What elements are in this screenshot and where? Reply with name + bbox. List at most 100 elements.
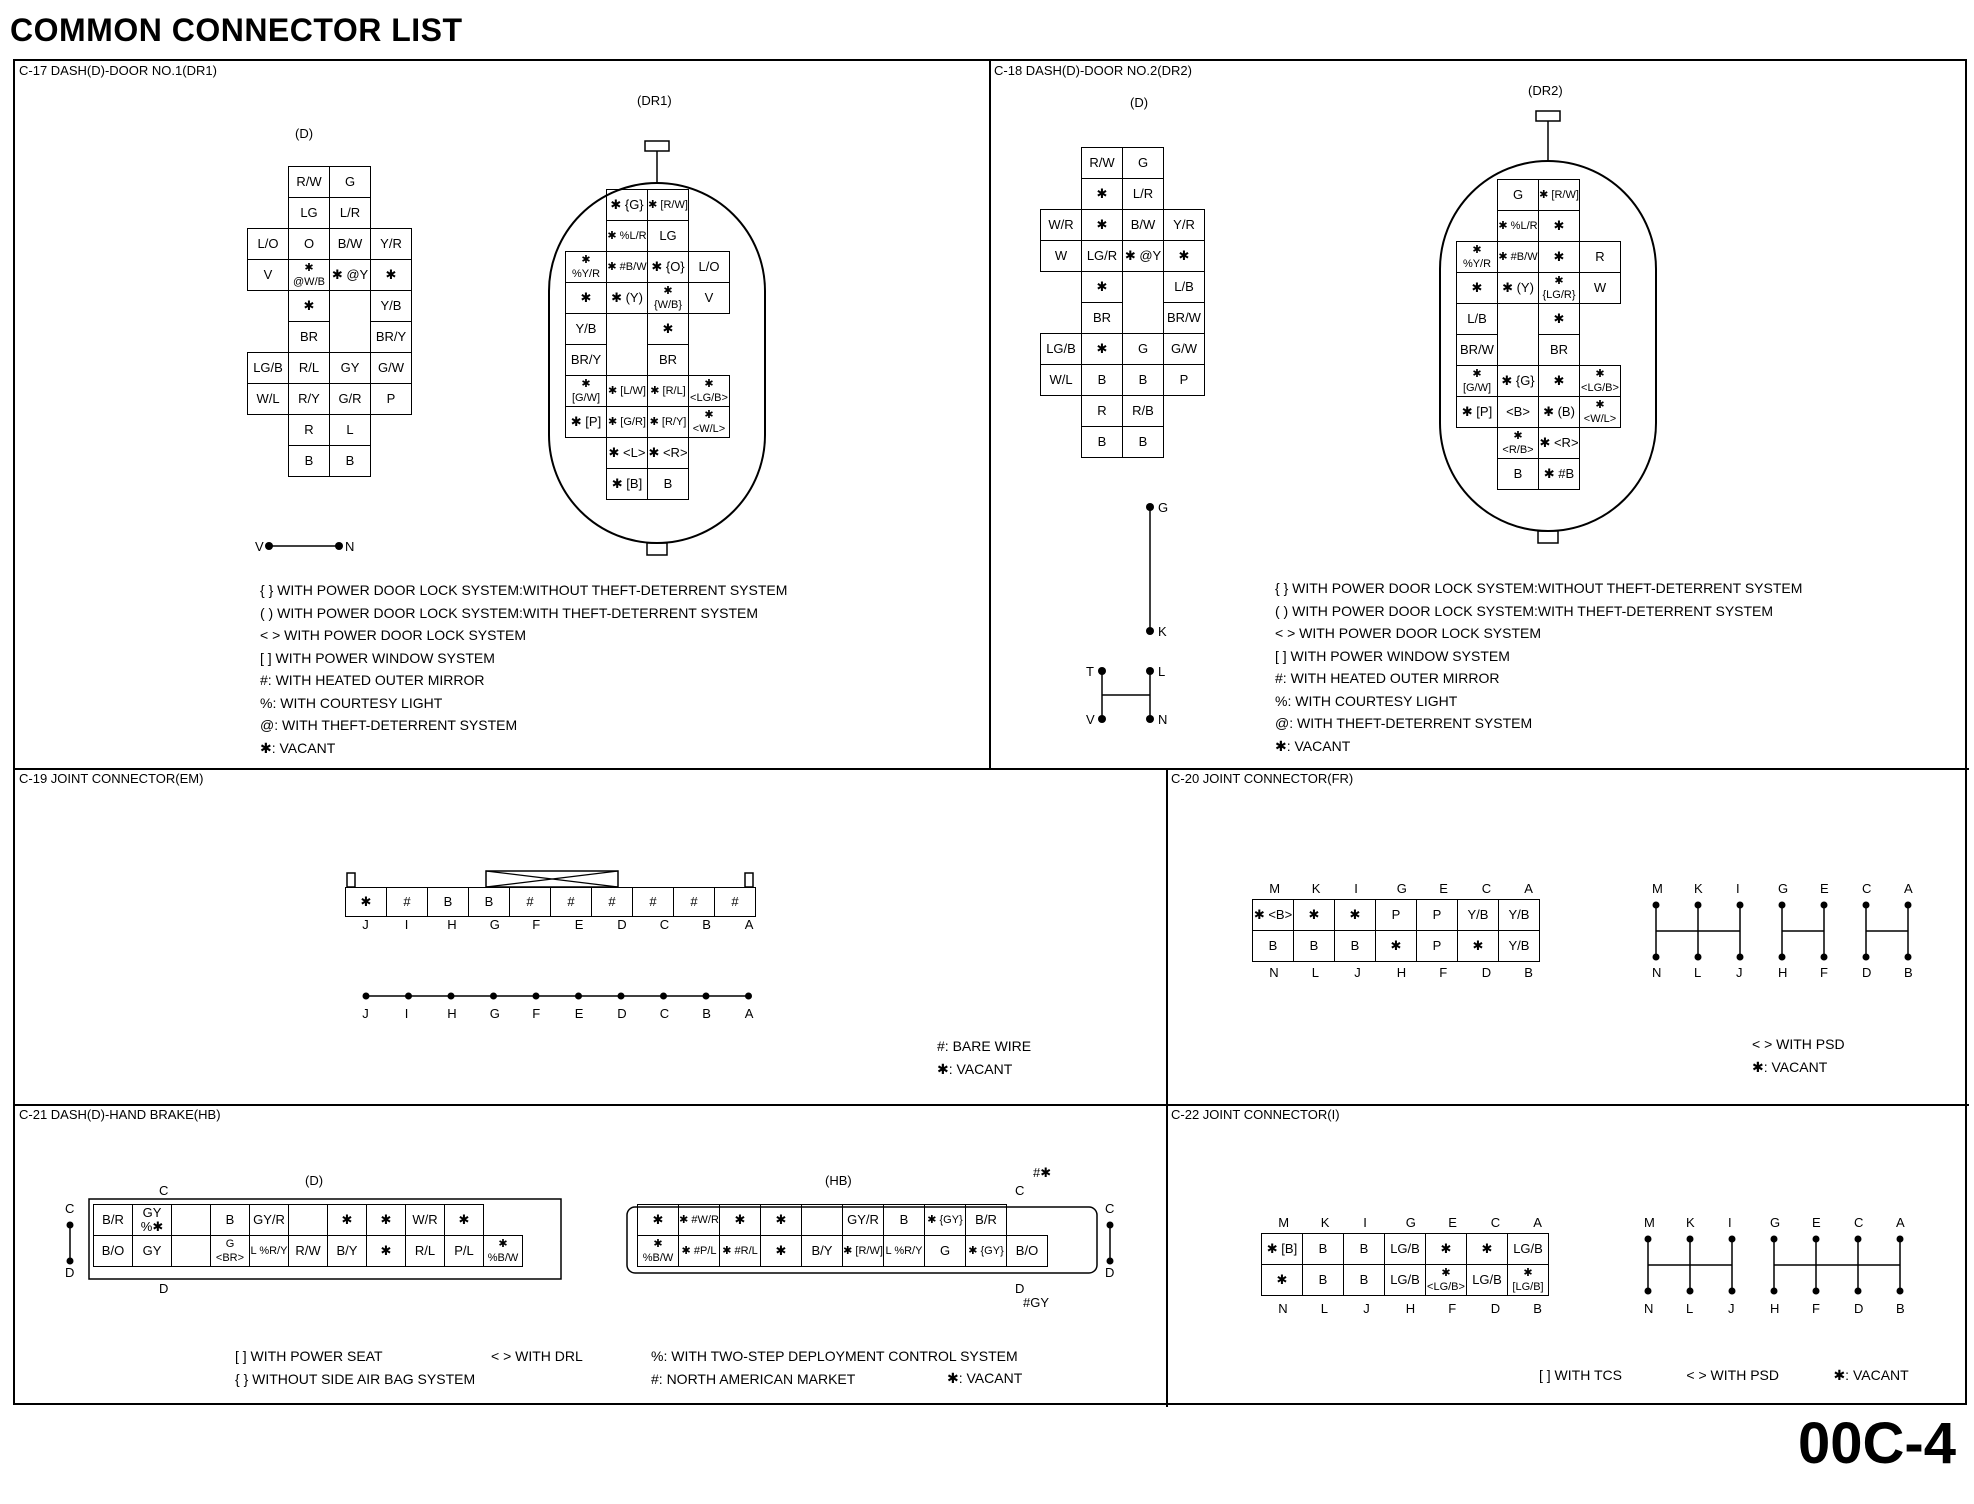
terminal-cell: ✱ <L>	[606, 437, 648, 469]
terminal-cell: B	[1343, 1233, 1385, 1265]
terminal-cell	[1498, 304, 1539, 335]
wire-pin-dot	[1644, 1235, 1652, 1243]
terminal-cell: ✱	[345, 887, 387, 917]
terminal-cell: ✱ #W/R	[678, 1204, 720, 1236]
terminal-cell: ✱	[1538, 303, 1580, 335]
c21-d-housing	[88, 1198, 562, 1280]
terminal-cell: ✱	[1425, 1233, 1467, 1265]
pin-label: E	[1820, 881, 1829, 896]
terminal-cell: ✱ %L/R	[606, 220, 648, 252]
terminal-cell: ✱	[1163, 240, 1205, 272]
terminal-cell: B	[1497, 458, 1539, 490]
c19-housing-top	[346, 870, 754, 888]
pin-label: N	[1278, 1301, 1288, 1316]
wire-pin-dot	[1736, 953, 1744, 961]
pin-label: D	[1862, 965, 1872, 980]
terminal-cell: B/O	[1006, 1235, 1048, 1267]
terminal-cell: ✱ [P]	[565, 406, 607, 438]
terminal-cell	[248, 291, 289, 322]
legend-line: #: WITH HEATED OUTER MIRROR	[260, 672, 485, 688]
terminal-cell: P	[1416, 930, 1458, 962]
terminal-cell: BR/Y	[565, 344, 607, 376]
terminal-cell: W/R	[1040, 209, 1082, 241]
terminal-cell: GY	[329, 352, 371, 384]
terminal-cell	[1041, 303, 1082, 334]
terminal-cell: L	[329, 414, 371, 446]
terminal-cell: LG/B	[1384, 1264, 1426, 1296]
c20-wiring	[1652, 901, 1912, 961]
terminal-cell: ✱ [B]	[606, 468, 648, 500]
wire-pin-dot	[1694, 953, 1702, 961]
terminal-cell: BR	[1538, 334, 1580, 366]
pin-label: M	[1644, 1215, 1655, 1230]
terminal-cell: G	[329, 166, 371, 198]
terminal-cell: ✱ @Y	[329, 259, 371, 291]
terminal-cell: ✱	[1081, 209, 1123, 241]
c21-hb-c: C	[1015, 1183, 1025, 1198]
terminal-cell: GY/R	[842, 1204, 884, 1236]
wire-pin-dot	[1896, 1287, 1904, 1295]
c18-wire-k: K	[1158, 624, 1167, 639]
terminal-cell	[1123, 303, 1164, 334]
c21-left-c: C	[65, 1201, 75, 1216]
legend-line: %: WITH COURTESY LIGHT	[1275, 692, 1458, 709]
terminal-cell: Y/B	[370, 290, 412, 322]
terminal-cell	[566, 221, 607, 252]
c21-legend-1: < > WITH DRL	[491, 1348, 583, 1364]
terminal-cell: W	[1579, 272, 1621, 304]
bus-dot	[362, 992, 370, 1000]
pin-label: I	[1728, 1215, 1732, 1230]
terminal-cell: LG/B	[247, 352, 289, 384]
terminal-cell: ✱ [P]	[1456, 396, 1498, 428]
wire-pin-dot	[1862, 901, 1870, 909]
terminal-cell: #	[550, 887, 592, 917]
terminal-cell: Y/B	[1498, 930, 1540, 962]
c21-legend: [ ] WITH POWER SEAT { } WITHOUT SIDE AIR…	[235, 1345, 475, 1390]
terminal-cell: Y/B	[1498, 899, 1540, 931]
terminal-cell: ✱ {LG/R}	[1538, 272, 1580, 304]
terminal-cell: ✱ [G/W]	[565, 375, 607, 407]
c21-legend-5: ✱: VACANT	[947, 1370, 1023, 1386]
terminal-cell: Y/R	[370, 228, 412, 260]
pin-label: F	[1439, 965, 1448, 980]
terminal-cell: ✱ [LG/B]	[1507, 1264, 1549, 1296]
terminal-cell: L %R/Y	[883, 1235, 925, 1267]
wire-pin-dot	[1736, 901, 1744, 909]
terminal-cell: ✱ #R/L	[719, 1235, 761, 1267]
c18-dr-housing	[1439, 110, 1657, 544]
wire-pin-dot	[1694, 901, 1702, 909]
c21-hb-side-wire	[1106, 1221, 1114, 1265]
terminal-cell	[689, 345, 730, 376]
terminal-cell	[207, 446, 248, 477]
pin-label: B	[1533, 1301, 1542, 1316]
pin-label: G	[1405, 1215, 1416, 1230]
terminal-cell: R/B	[1122, 395, 1164, 427]
terminal-cell	[1164, 396, 1205, 427]
legend-line: @: WITH THEFT-DETERRENT SYSTEM	[1275, 715, 1533, 731]
terminal-cell: LG/B	[1040, 333, 1082, 365]
wire-pin-dot	[1854, 1287, 1862, 1295]
c21-title: C-21 DASH(D)-HAND BRAKE(HB)	[19, 1107, 221, 1122]
wire-pin-dot	[1778, 901, 1786, 909]
terminal-cell: B	[1293, 930, 1335, 962]
pin-label: F	[1448, 1301, 1457, 1316]
terminal-cell: ✱	[1334, 899, 1376, 931]
pin-label: M	[1652, 881, 1663, 896]
terminal-cell	[1498, 335, 1539, 366]
terminal-cell: ✱ %L/R	[1497, 210, 1539, 242]
terminal-cell: ✱ {O}	[647, 251, 689, 283]
terminal-cell	[248, 198, 289, 229]
terminal-cell: ✱ <LG/B>	[1579, 365, 1621, 397]
terminal-cell: <B>	[1497, 396, 1539, 428]
terminal-cell: B	[468, 887, 510, 917]
terminal-cell: BR	[288, 321, 330, 353]
terminal-cell	[1041, 179, 1082, 210]
terminal-cell: L/B	[1163, 271, 1205, 303]
pin-label: D	[1490, 1301, 1501, 1316]
terminal-cell: ✱ #B/W	[606, 251, 648, 283]
legend-line: @: WITH THEFT-DETERRENT SYSTEM	[260, 717, 518, 733]
pin-label: G	[1770, 1215, 1781, 1230]
terminal-cell: B	[1302, 1264, 1344, 1296]
